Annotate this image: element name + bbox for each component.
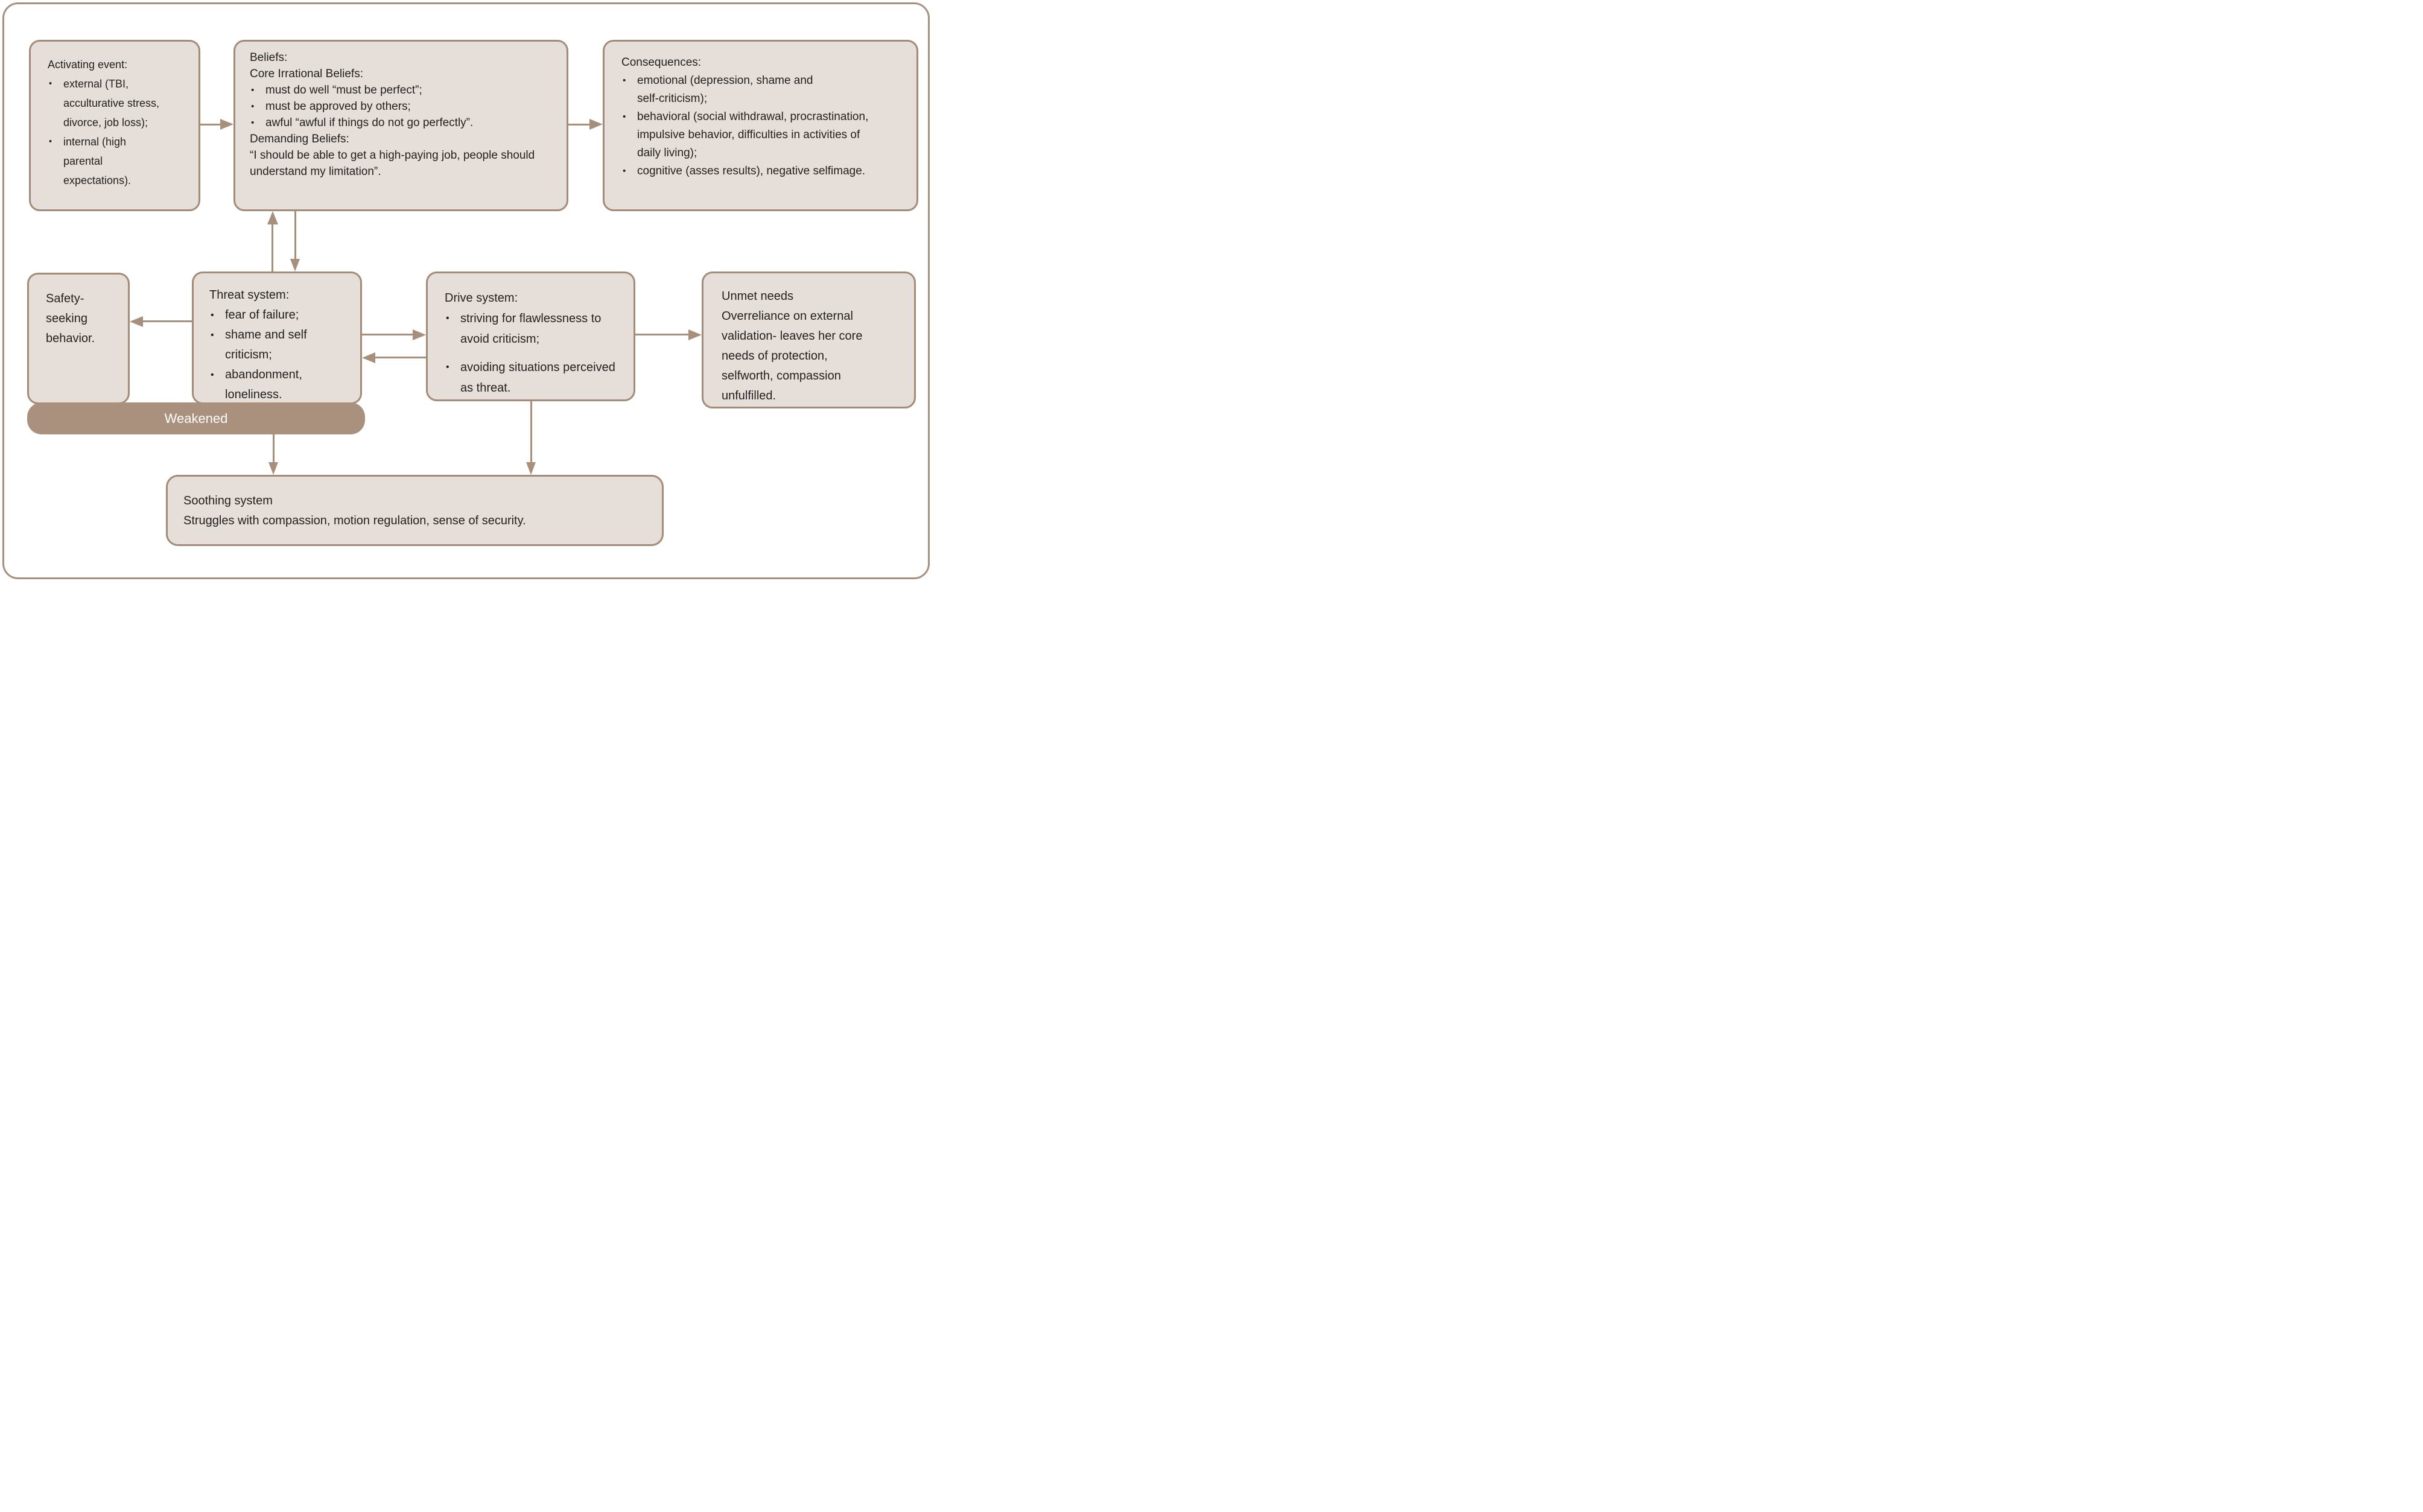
list-item: fear of failure;: [209, 305, 351, 325]
box-drive-system: Drive system: striving for flawlessness …: [426, 272, 635, 401]
beliefs-title: Beliefs:: [250, 51, 288, 64]
safety-title: Safety-seeking behavior.: [46, 292, 95, 345]
soothing-line1: Soothing system: [183, 494, 273, 507]
arrow-line: [362, 334, 413, 335]
activating-title: Activating event:: [48, 59, 128, 71]
arrow-head-down-icon: [290, 259, 300, 272]
beliefs-quote: “I should be able to get a high-paying j…: [250, 149, 535, 178]
arrow-head-left-icon: [362, 352, 375, 363]
diagram-canvas: Activating event: external (TBI, accultu…: [0, 0, 932, 582]
threat-bullets: fear of failure; shame and self criticis…: [209, 305, 351, 405]
list-item: avoiding situations perceived as threat.: [445, 357, 621, 398]
arrow-line: [200, 124, 221, 125]
arrow-head-right-icon: [589, 119, 603, 130]
list-item: awful “awful if things do not go perfect…: [250, 115, 554, 131]
list-item: must do well “must be perfect”;: [250, 82, 554, 98]
box-activating-event: Activating event: external (TBI, accultu…: [29, 40, 200, 211]
arrow-line: [272, 224, 273, 272]
arrow-line: [143, 320, 192, 322]
list-item: abandonment, loneliness.: [209, 365, 351, 405]
arrow-line: [568, 124, 589, 125]
box-beliefs: Beliefs: Core Irrational Beliefs: must d…: [233, 40, 568, 211]
arrow-head-right-icon: [688, 329, 702, 340]
drive-bullets: striving for flawlessness to avoid criti…: [445, 308, 621, 398]
consequences-bullets: emotional (depression, shame and self‑cr…: [621, 72, 885, 180]
arrow-line: [294, 211, 296, 259]
list-item: emotional (depression, shame and self‑cr…: [621, 72, 885, 108]
arrow-head-down-icon: [526, 462, 536, 475]
box-unmet-needs: Unmet needs Overreliance on external val…: [702, 272, 916, 408]
arrow-head-down-icon: [268, 462, 278, 475]
arrow-head-right-icon: [220, 119, 233, 130]
arrow-line: [375, 357, 426, 358]
box-consequences: Consequences: emotional (depression, sha…: [603, 40, 918, 211]
weakened-bar: Weakened: [27, 402, 365, 434]
list-item: shame and self criticism;: [209, 325, 351, 365]
threat-title: Threat system:: [209, 288, 290, 302]
activating-bullets: external (TBI, acculturative stress, div…: [48, 74, 164, 190]
list-item: external (TBI, acculturative stress, div…: [48, 74, 164, 132]
box-safety-seeking-behavior: Safety-seeking behavior.: [27, 273, 130, 404]
unmet-line2: Overreliance on external validation- lea…: [722, 310, 863, 402]
arrow-head-left-icon: [130, 316, 143, 327]
box-soothing-system: Soothing system Struggles with compassio…: [166, 475, 664, 546]
list-item: internal (high parental expectations).: [48, 132, 164, 190]
arrow-line: [530, 401, 532, 462]
list-item: cognitive (asses results), negative self…: [621, 162, 885, 180]
list-item: striving for flawlessness to avoid criti…: [445, 308, 621, 349]
beliefs-bullets: must do well “must be perfect”; must be …: [250, 82, 554, 131]
arrow-line: [273, 434, 275, 462]
box-threat-system: Threat system: fear of failure; shame an…: [192, 272, 362, 404]
list-item: behavioral (social withdrawal, procrasti…: [621, 108, 885, 162]
beliefs-section-demanding: Demanding Beliefs:: [250, 133, 349, 145]
soothing-line2: Struggles with compassion, motion regula…: [183, 514, 526, 527]
unmet-line1: Unmet needs: [722, 290, 793, 303]
beliefs-section-core: Core Irrational Beliefs:: [250, 68, 363, 80]
outer-frame: [2, 2, 930, 579]
drive-title: Drive system:: [445, 291, 518, 305]
arrow-line: [635, 334, 688, 335]
arrow-head-up-icon: [267, 211, 278, 224]
arrow-head-right-icon: [413, 329, 426, 340]
consequences-title: Consequences:: [621, 56, 702, 69]
list-item: must be approved by others;: [250, 98, 554, 115]
